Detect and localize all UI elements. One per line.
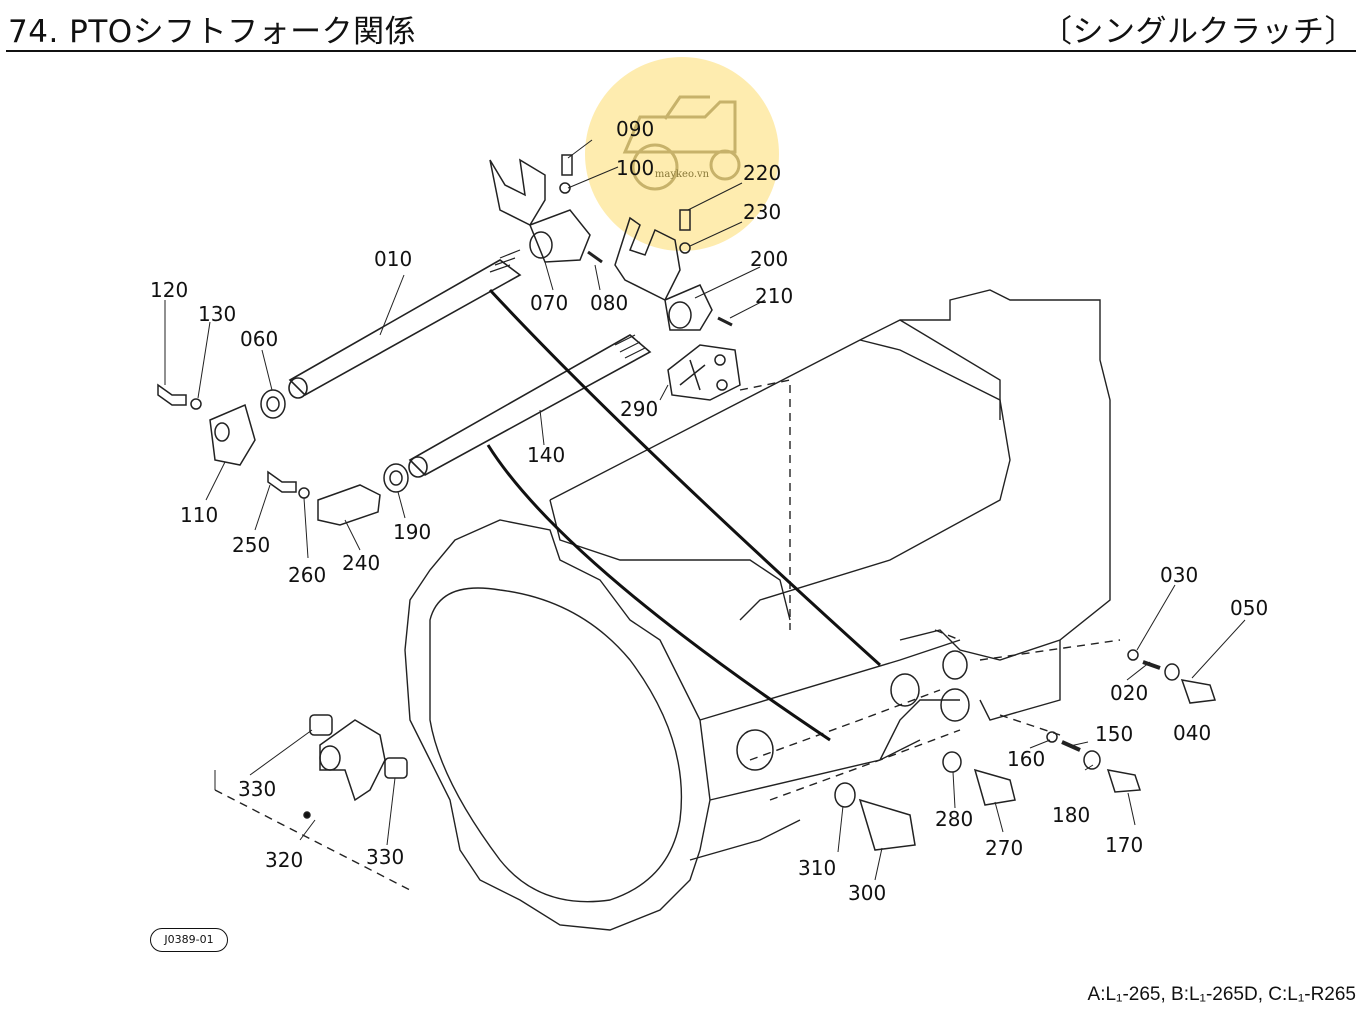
- leader-lines: [164, 139, 1246, 881]
- callout-120: 120: [150, 278, 188, 302]
- callout-320: 320: [265, 848, 303, 872]
- callout-230: 230: [743, 200, 781, 224]
- callout-190: 190: [393, 520, 431, 544]
- callout-260: 260: [288, 563, 326, 587]
- tractor-icon: [622, 95, 741, 191]
- callout-250: 250: [232, 533, 270, 557]
- callout-330-lower: 330: [366, 845, 404, 869]
- callout-210: 210: [755, 284, 793, 308]
- callout-200: 200: [750, 247, 788, 271]
- callout-labels: 090 100 220 230 200 210 010 070 080 120 …: [150, 117, 1268, 905]
- shift-shafts: [288, 249, 652, 478]
- callout-240: 240: [342, 551, 380, 575]
- install-path-lines: [214, 379, 1121, 891]
- page-title: 74. PTOシフトフォーク関係: [8, 14, 417, 50]
- callout-040: 040: [1173, 721, 1211, 745]
- callout-270: 270: [985, 836, 1023, 860]
- callout-300: 300: [848, 881, 886, 905]
- watermark-text: maykeo.vn: [654, 169, 710, 180]
- callout-080: 080: [590, 291, 628, 315]
- callout-170: 170: [1105, 833, 1143, 857]
- callout-100: 100: [616, 156, 654, 180]
- shift-fork-lower: [614, 216, 733, 331]
- cover-plate: [667, 344, 741, 401]
- page-subtitle: 〔シングルクラッチ〕: [1041, 14, 1356, 50]
- assembly-arrows: [486, 288, 882, 742]
- callout-150: 150: [1095, 722, 1133, 746]
- callout-020: 020: [1110, 681, 1148, 705]
- callout-050: 050: [1230, 596, 1268, 620]
- callout-130: 130: [198, 302, 236, 326]
- callout-030: 030: [1160, 563, 1198, 587]
- callout-140: 140: [527, 443, 565, 467]
- drawing-reference-code: J0389-01: [150, 928, 228, 952]
- small-parts: [157, 154, 1217, 851]
- callout-310: 310: [798, 856, 836, 880]
- callout-070: 070: [530, 291, 568, 315]
- page-header: 74. PTOシフトフォーク関係 〔シングルクラッチ〕: [0, 0, 1362, 56]
- watermark-logo: maykeo.vn: [585, 57, 779, 251]
- callout-160: 160: [1007, 747, 1045, 771]
- callout-090: 090: [616, 117, 654, 141]
- callout-280: 280: [935, 807, 973, 831]
- callout-330-upper: 330: [238, 777, 276, 801]
- callout-110: 110: [180, 503, 218, 527]
- model-applicability: A:L₁-265, B:L₁-265D, C:L₁-R265: [1087, 984, 1356, 1005]
- callout-220: 220: [743, 161, 781, 185]
- callout-290: 290: [620, 397, 658, 421]
- shift-fork-upper: [489, 158, 603, 264]
- callout-060: 060: [240, 327, 278, 351]
- header-rule: [6, 50, 1356, 52]
- callout-010: 010: [374, 247, 412, 271]
- callout-180: 180: [1052, 803, 1090, 827]
